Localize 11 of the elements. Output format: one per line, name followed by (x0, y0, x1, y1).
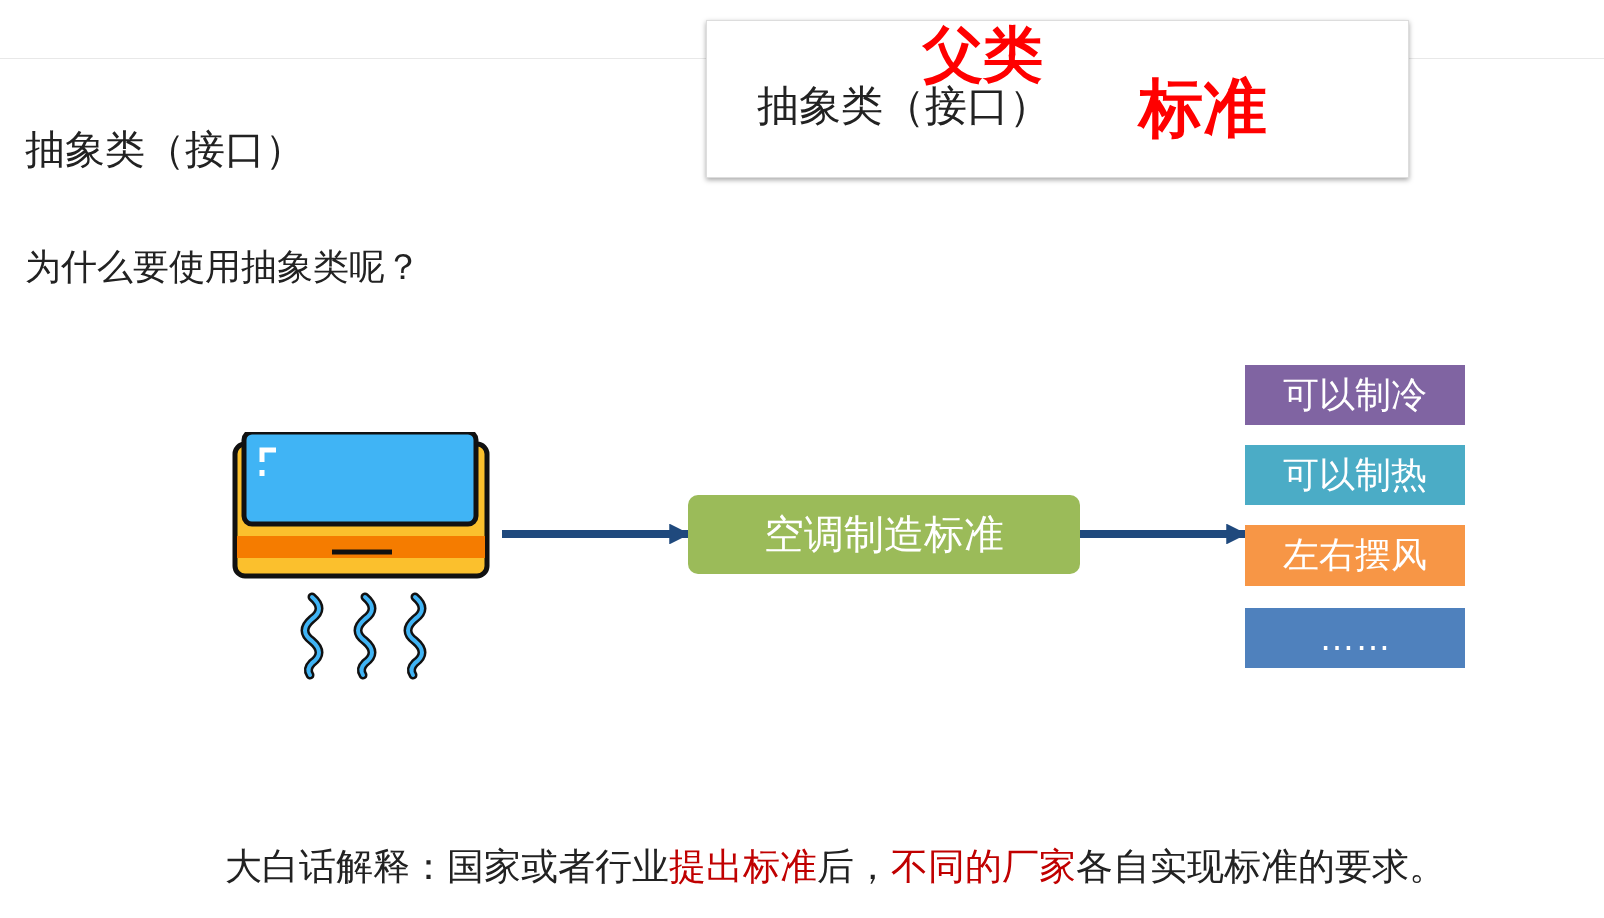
process-box: 空调制造标准 (688, 495, 1080, 574)
title-text: 抽象类（接口） (25, 126, 305, 174)
feature-box: 可以制热 (1245, 445, 1465, 505)
feature-box: 左右摆风 (1245, 525, 1465, 586)
feature-box: 可以制冷 (1245, 365, 1465, 425)
feature-box: …… (1245, 608, 1465, 668)
question-text: 为什么要使用抽象类呢？ (25, 246, 421, 289)
explanation-text: 大白话解释：国家或者行业提出标准后，不同的厂家各自实现标准的要求。 (225, 845, 1446, 889)
heading-text: 标准 (1139, 73, 1267, 144)
heading-text: 父类 (923, 21, 1043, 87)
header-box (706, 20, 1409, 178)
